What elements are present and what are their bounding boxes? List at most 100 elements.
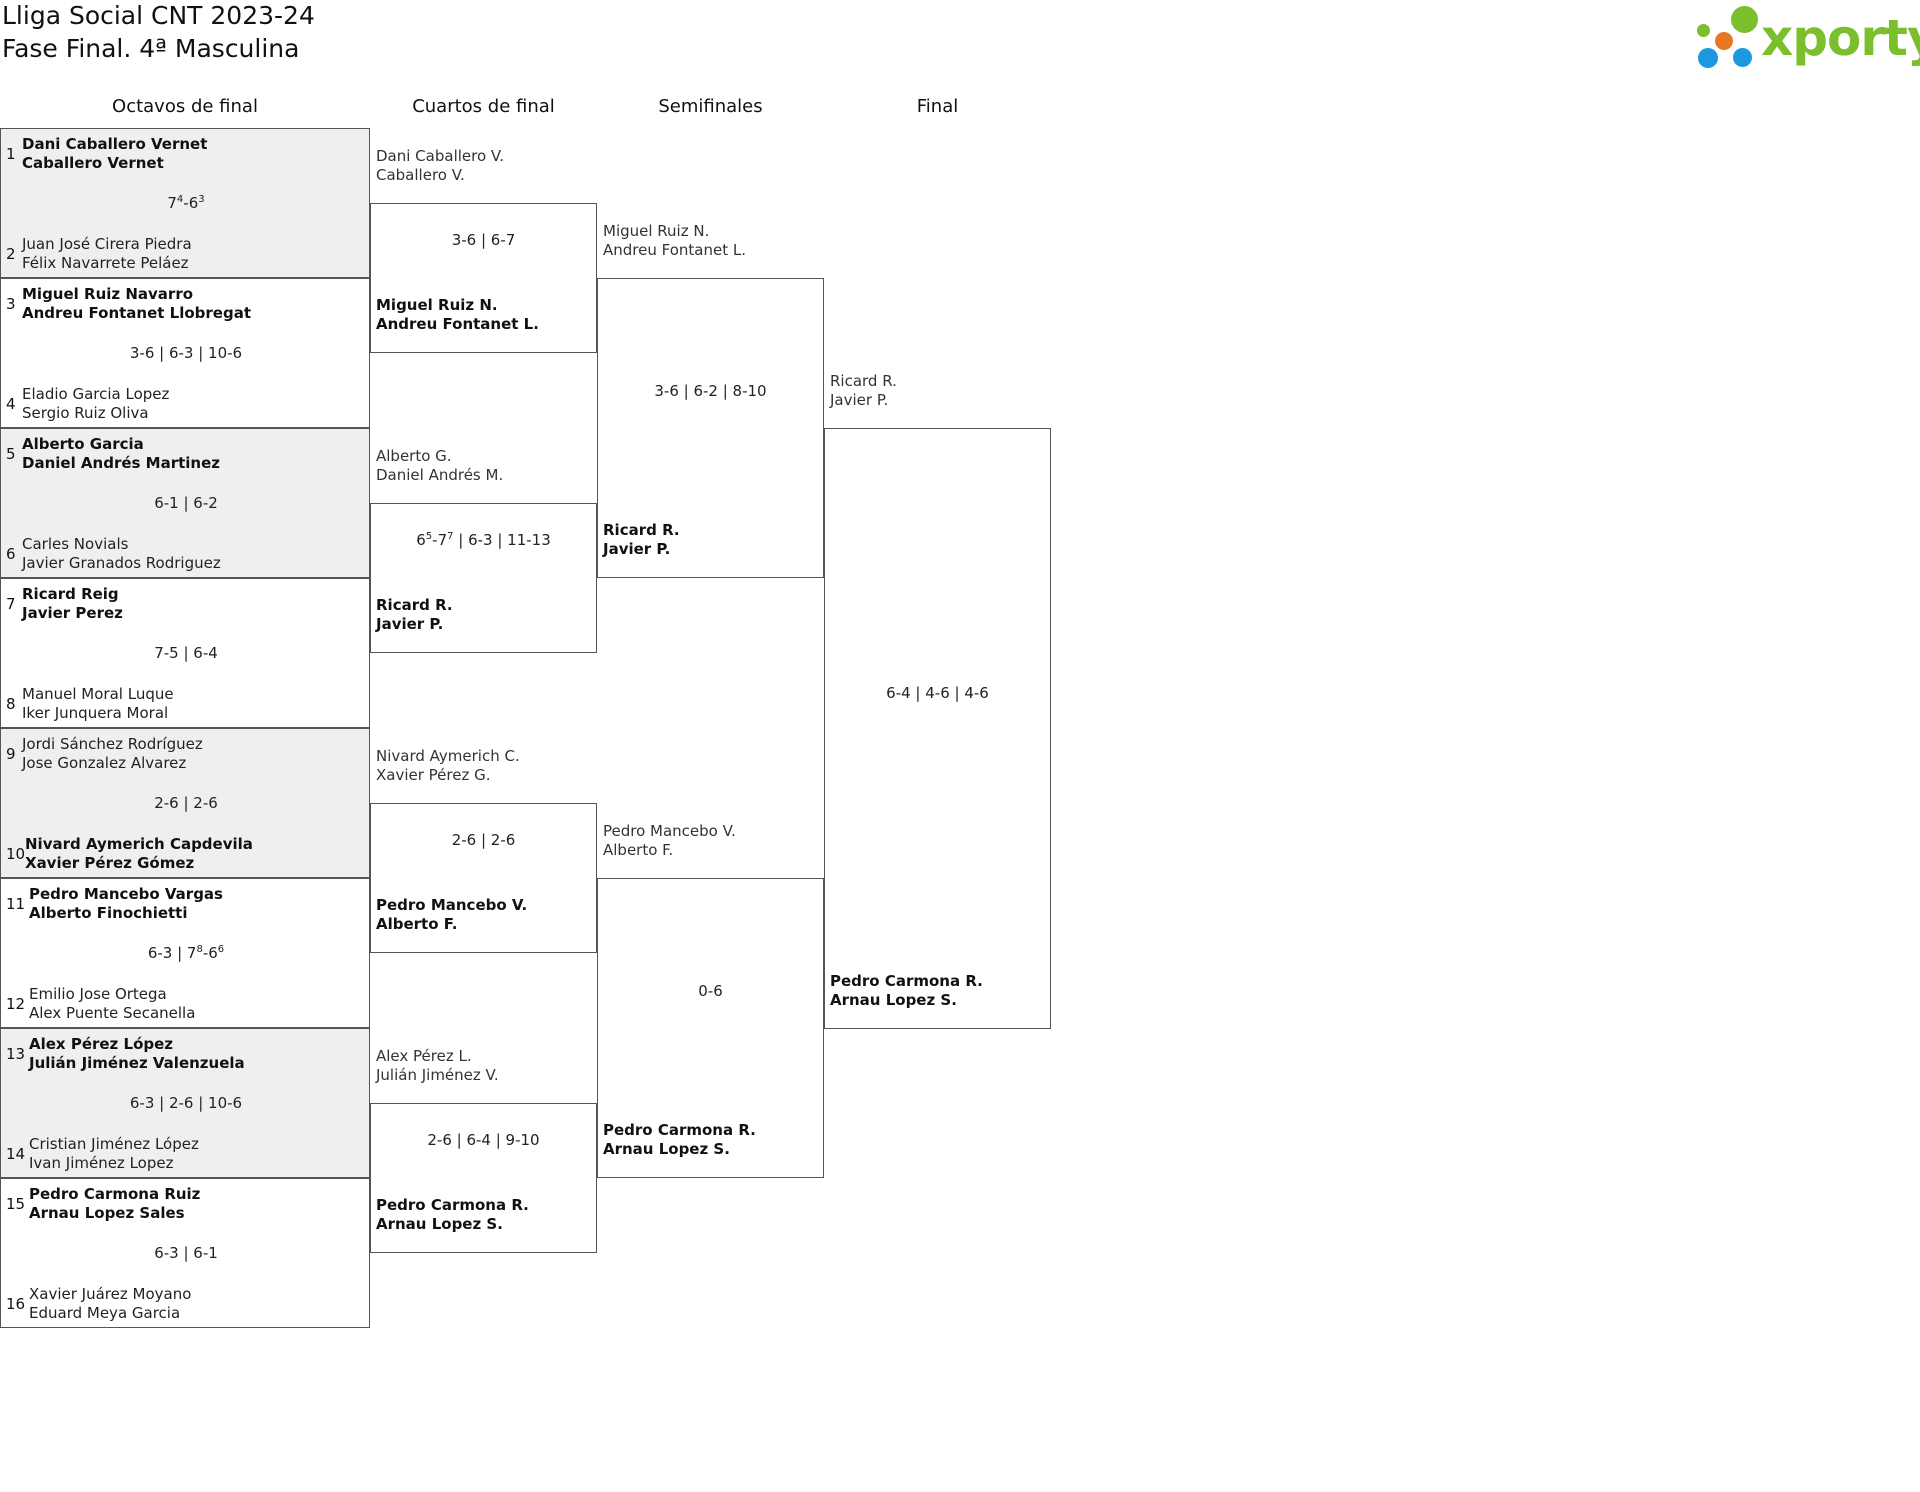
player-name: Daniel Andrés Martinez [22, 454, 221, 472]
score-games: 3-6 | 6-2 | 8-10 [654, 382, 767, 400]
qf-team: Nivard Aymerich C. [376, 747, 520, 765]
player-name: Alex Puente Secanella [29, 1004, 196, 1022]
match-score: 2-6 | 6-4 | 9-10 [370, 1130, 597, 1150]
seed-number: 13 [6, 1045, 26, 1063]
qf-team: Andreu Fontanet L. [376, 315, 539, 333]
score-games: 7 [437, 531, 448, 549]
player-name: Jordi Sánchez Rodríguez [22, 735, 203, 753]
match-score: 0-6 [597, 981, 824, 1001]
score-games: 6-3 | 2-6 | 10-6 [129, 1094, 243, 1112]
score-games: 3-6 | 6-7 [451, 231, 516, 249]
player-name: Arnau Lopez Sales [29, 1204, 185, 1222]
final-team: Arnau Lopez S. [830, 991, 957, 1009]
tiebreak-score: 7 [447, 531, 454, 542]
score-games: 6-4 | 4-6 | 4-6 [886, 684, 989, 702]
qf-team: Pedro Mancebo V. [376, 896, 528, 914]
player-name: Alex Pérez López [29, 1035, 174, 1053]
seed-number: 15 [6, 1195, 26, 1213]
score-separator: - [202, 944, 209, 962]
match-score: 7-5 | 6-4 [1, 643, 371, 663]
player-name: Miguel Ruiz Navarro [22, 285, 194, 303]
match-score: 3-6 | 6-2 | 8-10 [597, 381, 824, 401]
seed-number: 1 [6, 145, 16, 163]
seed-number: 12 [6, 995, 26, 1013]
sf-team: Alberto F. [603, 841, 674, 859]
player-name: Juan José Cirera Piedra [22, 235, 192, 253]
logo-dot-icon [1733, 48, 1752, 67]
tiebreak-score: 3 [198, 194, 205, 205]
match-score: 2-6 | 2-6 [370, 830, 597, 850]
seed-number: 5 [6, 445, 16, 463]
score-games: | 6-3 | 11-13 [453, 531, 551, 549]
seed-number: 16 [6, 1295, 26, 1313]
match-score: 3-6 | 6-3 | 10-6 [1, 343, 371, 363]
match-score: 3-6 | 6-7 [370, 230, 597, 250]
logo-dot-icon [1731, 6, 1758, 33]
score-games: 7 [167, 194, 177, 212]
seed-number: 9 [6, 745, 16, 763]
match-score: 6-3 | 78-66 [1, 943, 371, 963]
match-score: 74-63 [1, 193, 371, 213]
match-score: 6-4 | 4-6 | 4-6 [824, 683, 1051, 703]
qf-team: Ricard R. [376, 596, 453, 614]
logo-dot-icon [1715, 32, 1733, 50]
player-name: Félix Navarrete Peláez [22, 254, 189, 272]
score-games: 2-6 | 2-6 [451, 831, 516, 849]
seed-number: 14 [6, 1145, 26, 1163]
logo-text: xporty [1761, 9, 1920, 67]
page-title: Lliga Social CNT 2023-24 [2, 1, 315, 30]
player-name: Andreu Fontanet Llobregat [22, 304, 251, 322]
round-heading-r16: Octavos de final [112, 96, 258, 117]
score-games: 6 [416, 531, 426, 549]
score-separator: - [432, 531, 438, 549]
logo-dot-icon [1697, 24, 1710, 37]
player-name: Emilio Jose Ortega [29, 985, 167, 1003]
player-name: Julián Jiménez Valenzuela [29, 1054, 245, 1072]
player-name: Eduard Meya Garcia [29, 1304, 181, 1322]
qf-team: Caballero V. [376, 166, 465, 184]
sf-team: Miguel Ruiz N. [603, 222, 710, 240]
player-name: Alberto Garcia [22, 435, 144, 453]
qf-team: Julián Jiménez V. [376, 1066, 499, 1084]
score-separator: - [183, 194, 189, 212]
match-score: 6-3 | 6-1 [1, 1243, 371, 1263]
sf-team: Ricard R. [603, 521, 680, 539]
final-team: Ricard R. [830, 372, 897, 390]
player-name: Caballero Vernet [22, 154, 164, 172]
tiebreak-score: 5 [425, 531, 433, 542]
logo-dot-icon [1698, 48, 1718, 68]
tiebreak-score: 4 [176, 194, 184, 205]
seed-number: 8 [6, 695, 16, 713]
sf-team: Pedro Mancebo V. [603, 822, 736, 840]
player-name: Ivan Jiménez Lopez [29, 1154, 174, 1172]
score-games: 6 [208, 944, 218, 962]
qf-match [370, 203, 597, 353]
match-score: 2-6 | 2-6 [1, 793, 371, 813]
sf-team: Andreu Fontanet L. [603, 241, 746, 259]
qf-team: Alberto F. [376, 915, 458, 933]
score-games: 7-5 | 6-4 [154, 644, 218, 662]
match-score: 6-1 | 6-2 [1, 493, 371, 513]
tiebreak-score: 6 [217, 944, 225, 955]
qf-team: Daniel Andrés M. [376, 466, 504, 484]
sf-match [597, 878, 824, 1178]
sf-team: Arnau Lopez S. [603, 1140, 730, 1158]
round-heading-final: Final [916, 96, 959, 117]
player-name: Nivard Aymerich Capdevila [25, 835, 253, 853]
final-team: Javier P. [830, 391, 889, 409]
qf-match [370, 803, 597, 953]
tiebreak-score: 8 [196, 944, 203, 955]
player-name: Manuel Moral Luque [22, 685, 174, 703]
round-heading-sf: Semifinales [658, 96, 763, 117]
player-name: Pedro Mancebo Vargas [29, 885, 223, 903]
round-heading-qf: Cuartos de final [412, 96, 555, 117]
seed-number: 4 [6, 395, 16, 413]
player-name: Cristian Jiménez López [29, 1135, 199, 1153]
xporty-logo: xporty [1695, 4, 1920, 74]
player-name: Iker Junquera Moral [22, 704, 169, 722]
qf-team: Alberto G. [376, 447, 452, 465]
